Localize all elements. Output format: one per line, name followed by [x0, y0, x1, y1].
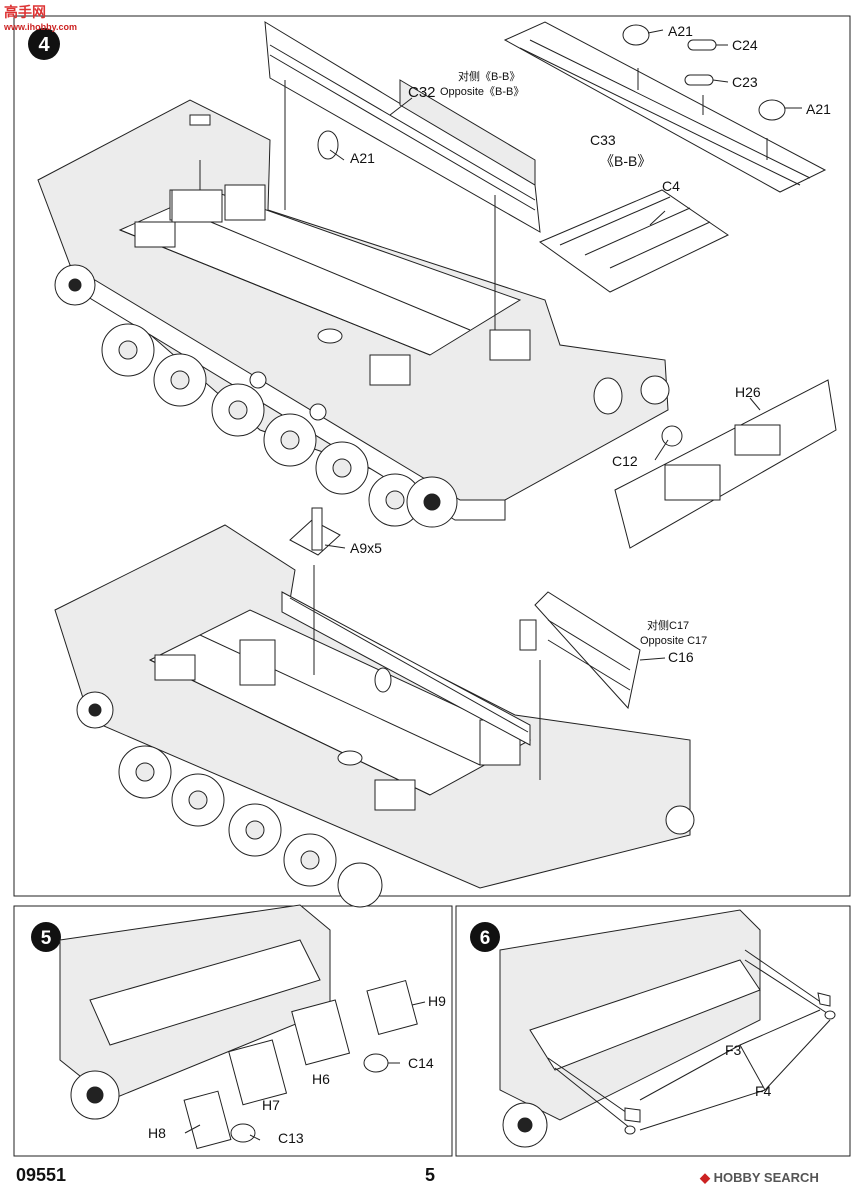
label-h8: H8: [148, 1125, 166, 1141]
step6-drawing: [499, 909, 836, 1148]
label-c13: C13: [278, 1130, 304, 1146]
label-h6: H6: [312, 1071, 330, 1087]
a9-part: [289, 507, 341, 675]
step4-hull-drawing: [37, 99, 670, 528]
label-c16: C16: [668, 649, 694, 665]
label-bb: 《B-B》: [600, 153, 651, 169]
source-watermark: ◆ HOBBY SEARCH: [700, 1170, 819, 1186]
label-f4: F4: [755, 1083, 772, 1099]
source-text: HOBBY SEARCH: [713, 1170, 819, 1185]
label-c4: C4: [662, 178, 680, 194]
label-opposite-c17-en: Opposite C17: [640, 635, 707, 647]
label-opposite-bb-cn: 对侧《B-B》: [458, 69, 520, 83]
c33-panel: [503, 21, 827, 193]
label-a9x5: A9x5: [350, 540, 382, 556]
step-4-badge: 4: [28, 28, 60, 60]
label-c32: C32: [408, 84, 436, 101]
label-a21-right: A21: [806, 101, 831, 117]
watermark-brand: 高手网: [4, 4, 46, 20]
step-6-number: 6: [480, 928, 491, 949]
step-4-number: 4: [38, 34, 50, 56]
c16-panel: [534, 591, 641, 780]
hobby-search-logo-icon: ◆: [700, 1170, 714, 1185]
product-code: 09551: [16, 1165, 67, 1185]
leader-lines: [184, 29, 802, 1141]
label-a21-top: A21: [668, 23, 693, 39]
c4-panel: [538, 189, 729, 293]
small-parts-top: [317, 24, 786, 160]
label-c12: C12: [612, 453, 638, 469]
watermark-url: www.ihobby.com: [4, 22, 78, 32]
step4b-hull-drawing: [54, 524, 695, 908]
label-c24: C24: [732, 37, 758, 53]
label-c14: C14: [408, 1055, 434, 1071]
label-h7: H7: [262, 1097, 280, 1113]
label-c23: C23: [732, 74, 758, 90]
label-c33: C33: [590, 132, 616, 148]
label-opposite-c17-cn: 对侧C17: [647, 618, 689, 632]
step-5-number: 5: [41, 928, 52, 949]
label-h26: H26: [735, 384, 761, 400]
top-watermark: 高手网 www.ihobby.com: [4, 2, 77, 32]
step5-frame: [13, 905, 453, 1157]
step-5-badge: 5: [31, 922, 61, 952]
step6-frame: [455, 905, 851, 1157]
step4-frame: [13, 15, 851, 897]
label-f3: F3: [725, 1042, 742, 1058]
label-a21-left: A21: [350, 150, 375, 166]
h26-panel: [614, 379, 837, 549]
c32-panel: [264, 21, 541, 330]
step5-drawing: [59, 904, 418, 1150]
page-number: 5: [425, 1165, 436, 1185]
road-wheels-step4: [54, 264, 458, 528]
label-opposite-bb-en: Opposite《B-B》: [440, 85, 524, 98]
step-6-badge: 6: [470, 922, 500, 952]
label-h9: H9: [428, 993, 446, 1009]
